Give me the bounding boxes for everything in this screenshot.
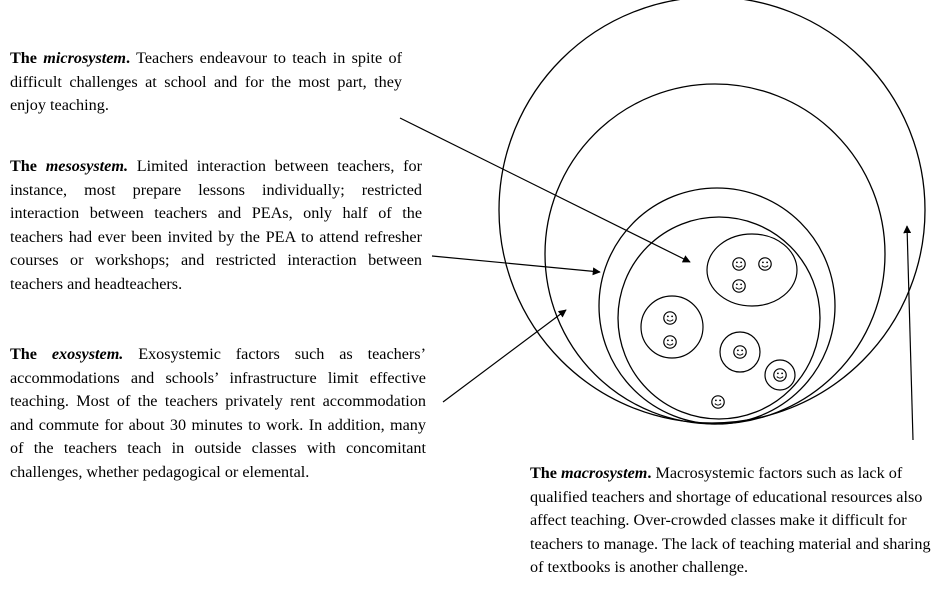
exosystem-heading: The exosystem. — [10, 345, 123, 363]
macrosystem-punct: . — [647, 464, 652, 482]
exosystem-term: exosystem. — [51, 345, 124, 363]
mesosystem-arrow-icon — [431, 255, 601, 276]
exosystem-text: Exosystemic factors such as teachers’ ac… — [10, 345, 426, 481]
group-circle-right — [764, 359, 796, 391]
microsystem-term: microsystem — [43, 49, 127, 67]
exosystem-arrow-icon — [442, 309, 567, 403]
macrosystem-text: Macrosystemic factors such as lack of qu… — [530, 464, 931, 576]
microsystem-description: The microsystem. Teachers endeavour to t… — [10, 47, 402, 118]
microsystem-circle — [617, 216, 821, 420]
group-circle-top — [706, 233, 798, 307]
smiley-face-icon — [663, 335, 677, 349]
smiley-face-icon — [732, 257, 746, 271]
mesosystem-circle — [598, 187, 836, 425]
exosystem-description: The exosystem. Exosystemic factors such … — [10, 343, 426, 484]
microsystem-punct: . — [126, 49, 131, 67]
smiley-face-icon — [711, 395, 725, 409]
group-circle-left — [640, 295, 704, 359]
mesosystem-term: mesosystem. — [45, 157, 128, 175]
macrosystem-lead: The — [530, 464, 562, 482]
exosystem-lead: The — [10, 345, 52, 363]
macrosystem-term: macrosystem — [561, 464, 648, 482]
group-circle-middle — [719, 331, 761, 373]
macrosystem-description: The macrosystem. Macrosystemic factors s… — [530, 462, 948, 580]
macrosystem-heading: The macrosystem. — [530, 464, 651, 482]
mesosystem-heading: The mesosystem. — [10, 157, 128, 175]
microsystem-arrow-icon — [399, 117, 691, 263]
mesosystem-text: Limited interaction between teachers, fo… — [10, 157, 422, 293]
smiley-face-icon — [733, 345, 747, 359]
exosystem-circle — [544, 83, 886, 425]
smiley-face-icon — [758, 257, 772, 271]
mesosystem-description: The mesosystem. Limited interaction betw… — [10, 155, 422, 296]
microsystem-lead: The — [10, 49, 44, 67]
microsystem-heading: The microsystem. — [10, 49, 130, 67]
smiley-face-icon — [732, 279, 746, 293]
microsystem-text: Teachers endeavour to teach in spite of … — [10, 49, 402, 114]
macrosystem-arrow-icon — [903, 225, 914, 441]
mesosystem-lead: The — [10, 157, 46, 175]
macrosystem-circle — [498, 0, 926, 424]
smiley-face-icon — [773, 368, 787, 382]
smiley-face-icon — [663, 311, 677, 325]
